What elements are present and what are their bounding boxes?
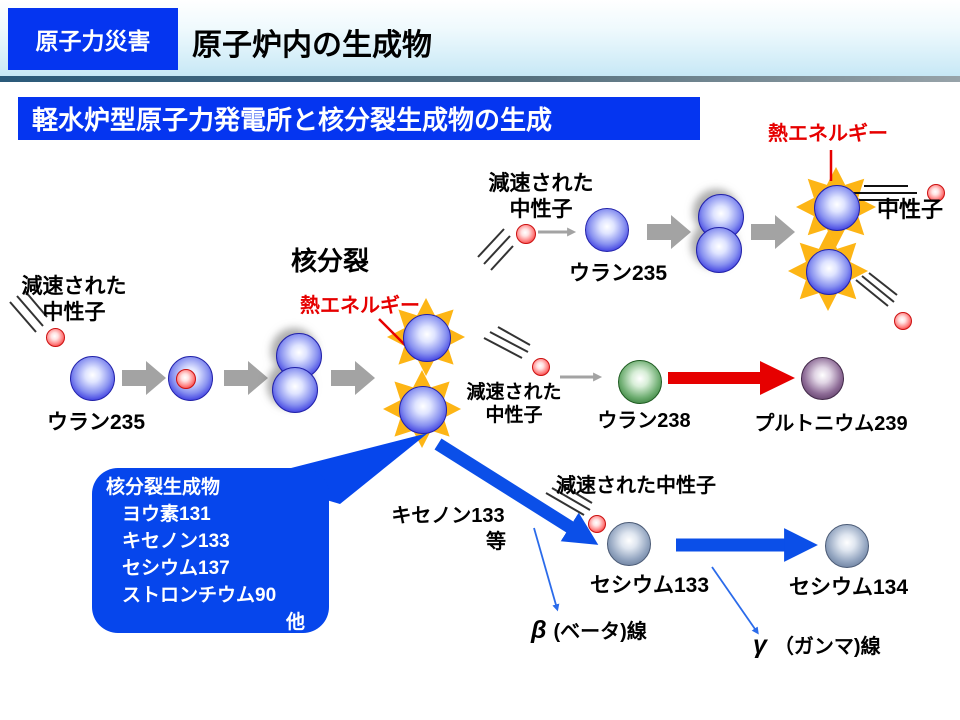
moderated-neutron-line2: 中性子 [42, 301, 106, 324]
moderated-neutron-label: 減速された 中性子 [455, 381, 573, 427]
fission-fragment-sphere [399, 386, 447, 434]
beta-ray-arrow-icon [533, 527, 560, 612]
callout-other: 他 [285, 612, 305, 633]
gamma-symbol: γ [753, 631, 767, 659]
moderated-neutron-label: 減速された 中性子 [481, 171, 601, 223]
nucleus-absorbing-neutron [168, 356, 213, 401]
xenon133-text: キセノン133 [391, 505, 505, 527]
cesium134-sphere [825, 524, 869, 568]
callout-title: 核分裂生成物 [106, 477, 221, 498]
neutron-ball [46, 328, 65, 347]
cesium133-label: セシウム133 [589, 574, 710, 597]
gamma-ray-label: γ （ガンマ)線 [753, 632, 881, 660]
deformed-nucleus [270, 331, 322, 413]
uranium238-label: ウラン238 [597, 410, 691, 432]
speed-lines-icon [483, 326, 531, 359]
etc-text: 等 [486, 531, 506, 553]
deformed-nucleus [694, 192, 744, 274]
header-divider [0, 76, 960, 82]
red-arrow-icon [668, 361, 795, 395]
fission-fragment-sphere [814, 185, 860, 231]
gamma-ray-arrow-icon [711, 566, 759, 635]
neutron-ball [588, 515, 606, 533]
neutron-ball [532, 358, 550, 376]
uranium235-label: ウラン235 [568, 262, 668, 285]
blue-arrow-icon [434, 438, 599, 545]
uranium235-sphere [70, 356, 115, 401]
section-subtitle: 軽水炉型原子力発電所と核分裂生成物の生成 [18, 97, 700, 140]
speed-lines-icon [852, 185, 917, 201]
beta-ray-label: β (ベータ)線 [531, 617, 647, 645]
speed-lines-icon [9, 290, 48, 333]
moderated-neutron-line2: 中性子 [485, 405, 543, 426]
block-arrow-icon [122, 361, 166, 395]
neutron-ball [927, 184, 945, 202]
cesium134-label: セシウム134 [788, 576, 909, 599]
absorbed-neutron-ball [176, 369, 196, 389]
callout-item: ヨウ素131 [122, 504, 211, 525]
moderated-neutron-inline-label: 減速された中性子 [556, 475, 716, 497]
block-arrow-icon [647, 215, 691, 249]
fission-fragment-sphere [403, 314, 451, 362]
callout-item: セシウム137 [122, 558, 230, 579]
category-badge: 原子力災害 [8, 8, 178, 70]
moderated-neutron-label: 減速された 中性子 [14, 274, 134, 326]
speed-lines-icon [545, 483, 593, 516]
neutron-label: 中性子 [877, 197, 944, 222]
thermal-energy-label: 熱エネルギー [768, 123, 888, 145]
neutron-ball [894, 312, 912, 330]
beta-symbol: β [531, 616, 547, 644]
fission-fragment-sphere [806, 249, 852, 295]
moderated-neutron-line1: 減速された [488, 172, 594, 195]
block-arrow-icon [224, 361, 268, 395]
moderated-neutron-line1: 減速された [21, 275, 127, 298]
uranium238-sphere [618, 360, 662, 404]
block-arrow-icon [331, 361, 375, 395]
callout-item: ストロンチウム90 [122, 585, 277, 606]
speed-lines-icon [855, 272, 898, 307]
callout-item: キセノン133 [122, 531, 230, 552]
xenon133-label: キセノン133 等 [384, 503, 512, 555]
uranium235-label: ウラン235 [46, 411, 146, 434]
moderated-neutron-line1: 減速された [466, 382, 562, 403]
block-arrow-icon [751, 215, 795, 249]
gamma-text: （ガンマ)線 [773, 636, 881, 658]
neutron-ball [516, 224, 536, 244]
fission-label: 核分裂 [291, 246, 370, 276]
uranium235-sphere [585, 208, 629, 252]
plutonium239-sphere [801, 357, 844, 400]
speed-lines-icon [477, 228, 514, 271]
plutonium239-label: プルトニウム239 [754, 413, 908, 435]
thermal-energy-label: 熱エネルギー [300, 295, 420, 317]
beta-text: (ベータ)線 [553, 621, 647, 643]
fission-products-callout: 核分裂生成物 ヨウ素131 キセノン133 セシウム137 ストロンチウム90 … [92, 468, 329, 633]
moderated-neutron-line2: 中性子 [509, 198, 573, 221]
cesium133-sphere [607, 522, 651, 566]
page-title: 原子炉内の生成物 [192, 29, 432, 62]
